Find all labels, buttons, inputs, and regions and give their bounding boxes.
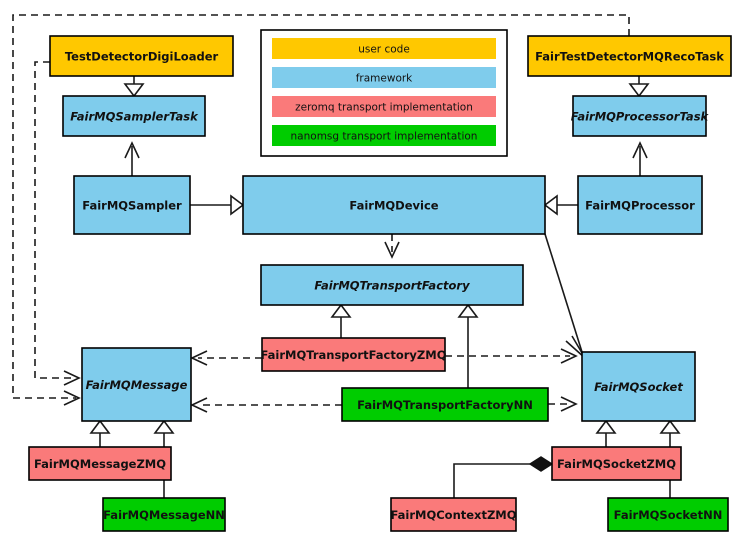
class-node-label: FairMQSocket [594,380,683,394]
legend-swatch [272,96,496,117]
class-node-FairMQProcessorTask[interactable]: FairMQProcessorTask [571,95,710,137]
legend-item-1: framework [272,67,496,88]
edge-tfnn-to-socket [548,396,578,412]
legend-swatch [272,67,496,88]
class-node-FairMQMessageZMQ[interactable]: FairMQMessageZMQ [28,446,172,481]
legend-item-0: user code [272,38,496,59]
class-node-box [390,497,517,532]
legend-label: framework [356,73,413,85]
legend-label: nanomsg transport implementation [291,131,478,143]
class-node-box [62,95,206,137]
edge-tfzmq-to-message [190,350,262,366]
class-node-label: FairMQSamplerTask [70,110,199,124]
edge-recotask-to-message [12,14,630,406]
class-node-label: FairTestDetectorMQRecoTask [535,50,724,64]
edge-tfzmq-inherits-tf [330,303,352,338]
class-node-box [341,387,549,422]
class-node-TestDetectorDigiLoader[interactable]: TestDetectorDigiLoader [49,35,234,77]
node-layer: TestDetectorDigiLoader FairTestDetectorMQ… [28,35,732,532]
edge-device-to-socket [544,233,586,359]
class-node-label: FairMQSocketZMQ [557,457,676,471]
class-node-label: FairMQTransportFactoryZMQ [260,348,446,362]
legend-item-2: zeromq transport implementation [272,96,496,117]
class-node-FairMQSocketNN[interactable]: FairMQSocketNN [607,497,729,532]
class-node-FairMQSamplerTask[interactable]: FairMQSamplerTask [62,95,206,137]
class-node-FairTestDetectorMQRecoTask[interactable]: FairTestDetectorMQRecoTask [527,35,732,77]
class-node-label: FairMQMessageNN [103,508,225,522]
class-node-label: FairMQSocketNN [614,508,723,522]
class-node-FairMQSocket[interactable]: FairMQSocket [581,351,696,422]
class-node-box [577,175,703,235]
edge-sampler-to-samplertask [124,141,140,176]
edge-contextzmq-composition-socketzmq [453,456,554,498]
class-node-label: TestDetectorDigiLoader [65,50,219,64]
edge-sampler-inherits-device [190,194,245,216]
legend-label: user code [358,44,410,56]
edge-digiloader-inherits-samplertask [123,76,145,98]
class-node-label: FairMQProcessor [585,199,695,213]
legend-item-3: nanomsg transport implementation [272,125,496,146]
class-node-box [572,95,707,137]
edge-tfnn-to-message [190,397,342,413]
class-node-box [28,446,172,481]
class-node-FairMQTransportFactoryNN[interactable]: FairMQTransportFactoryNN [341,387,549,422]
class-node-FairMQSampler[interactable]: FairMQSampler [73,175,191,235]
class-node-box [260,264,524,306]
edge-tfzmq-to-socket [445,348,578,364]
legend-swatch [272,38,496,59]
edge-device-to-transportfactory [384,234,400,259]
class-node-FairMQDevice[interactable]: FairMQDevice [242,175,546,235]
class-node-label: FairMQMessage [86,378,188,392]
class-node-box [242,175,546,235]
class-node-label: FairMQDevice [349,199,438,213]
edge-tfnn-inherits-tf [457,303,479,388]
legend-swatch [272,125,496,146]
class-node-label: FairMQContextZMQ [390,508,516,522]
class-node-FairMQMessageNN[interactable]: FairMQMessageNN [102,497,226,532]
class-node-FairMQSocketZMQ[interactable]: FairMQSocketZMQ [551,446,682,481]
class-node-label: FairMQProcessorTask [571,110,710,124]
legend: user code framework zeromq transport imple… [260,29,508,157]
class-node-box [581,351,696,422]
class-node-label: FairMQMessageZMQ [34,457,166,471]
edge-digiloader-to-message [34,61,81,386]
class-node-box [607,497,729,532]
edge-processor-to-processortask [632,141,648,176]
class-node-box [527,35,732,77]
class-node-label: FairMQSampler [82,199,182,213]
class-node-FairMQContextZMQ[interactable]: FairMQContextZMQ [390,497,517,532]
class-node-label: FairMQTransportFactory [314,279,470,293]
class-node-FairMQTransportFactory[interactable]: FairMQTransportFactory [260,264,524,306]
class-node-FairMQTransportFactoryZMQ[interactable]: FairMQTransportFactoryZMQ [260,337,447,372]
class-node-box [551,446,682,481]
class-node-box [102,497,226,532]
class-node-label: FairMQTransportFactoryNN [357,398,533,412]
legend-label: zeromq transport implementation [295,102,473,114]
class-node-FairMQProcessor[interactable]: FairMQProcessor [577,175,703,235]
class-node-FairMQMessage[interactable]: FairMQMessage [81,347,192,422]
edge-messagezmq-inherits-message [89,419,111,447]
class-node-box [81,347,192,422]
edge-socketzmq-inherits-socket [595,419,617,447]
edge-processor-inherits-device [543,194,578,216]
class-node-box [73,175,191,235]
class-node-box [261,337,446,372]
class-node-box [49,35,234,77]
edge-recotask-inherits-processortask [628,76,650,98]
